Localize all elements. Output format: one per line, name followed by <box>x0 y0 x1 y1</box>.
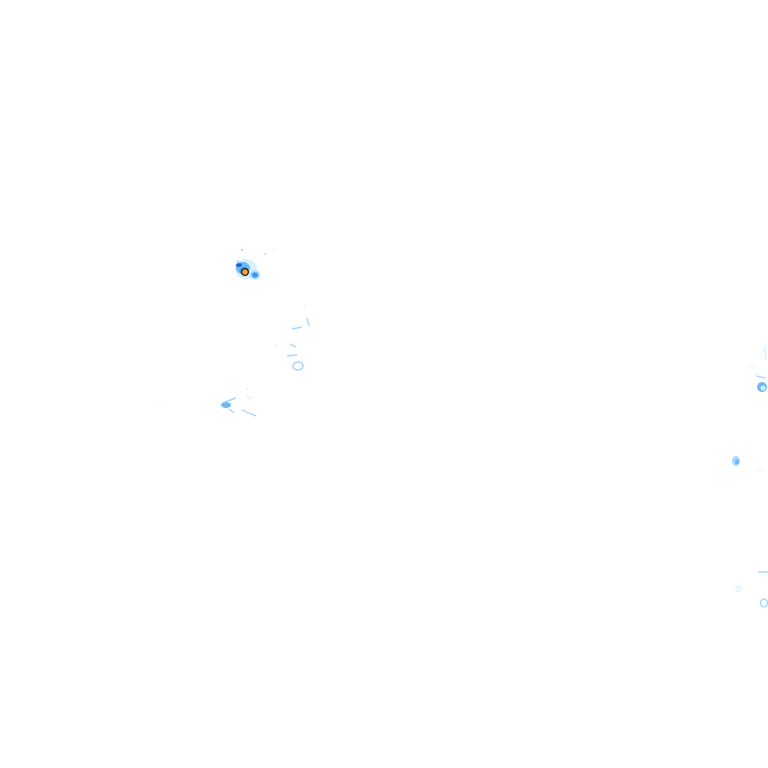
echo-right-edge-lower <box>735 571 768 608</box>
scattered-echoes-southwest <box>159 388 257 417</box>
echo-core-outline <box>241 268 250 277</box>
echo-fragment <box>759 469 761 471</box>
echo-cluster <box>760 385 766 391</box>
echo-fragment <box>236 260 240 264</box>
echo-medium-band <box>252 272 258 278</box>
echo-right-edge-upper <box>751 345 767 392</box>
echo-streak <box>291 326 303 330</box>
echo-fragment <box>304 304 306 306</box>
echo-fragment <box>751 365 753 367</box>
echo-cluster <box>221 402 231 408</box>
echo-fragment <box>264 253 266 255</box>
echo-streak <box>286 354 298 357</box>
storm-cell-east <box>250 270 260 280</box>
echo-heavy-core <box>242 269 248 275</box>
echo-fragment <box>272 249 274 251</box>
echo-ring <box>759 598 768 608</box>
echo-cluster <box>735 459 739 465</box>
echo-ring <box>292 361 304 371</box>
echo-fragment <box>275 345 277 347</box>
echo-fragment <box>236 263 242 267</box>
echo-streak <box>241 409 257 417</box>
storm-cell-main <box>235 248 274 279</box>
echo-fragment <box>159 401 161 403</box>
echo-streak <box>289 343 297 348</box>
echo-streak <box>245 395 253 400</box>
echo-streak <box>221 397 237 404</box>
echo-right-edge-middle <box>732 456 761 471</box>
echo-ring <box>735 585 741 593</box>
echo-streak <box>763 345 767 361</box>
echo-fragment <box>240 248 244 252</box>
echo-streak <box>755 375 767 379</box>
echo-streak <box>228 408 235 414</box>
echo-streak <box>306 317 310 327</box>
echo-fragment <box>246 388 248 390</box>
scattered-echoes-central <box>275 304 310 371</box>
